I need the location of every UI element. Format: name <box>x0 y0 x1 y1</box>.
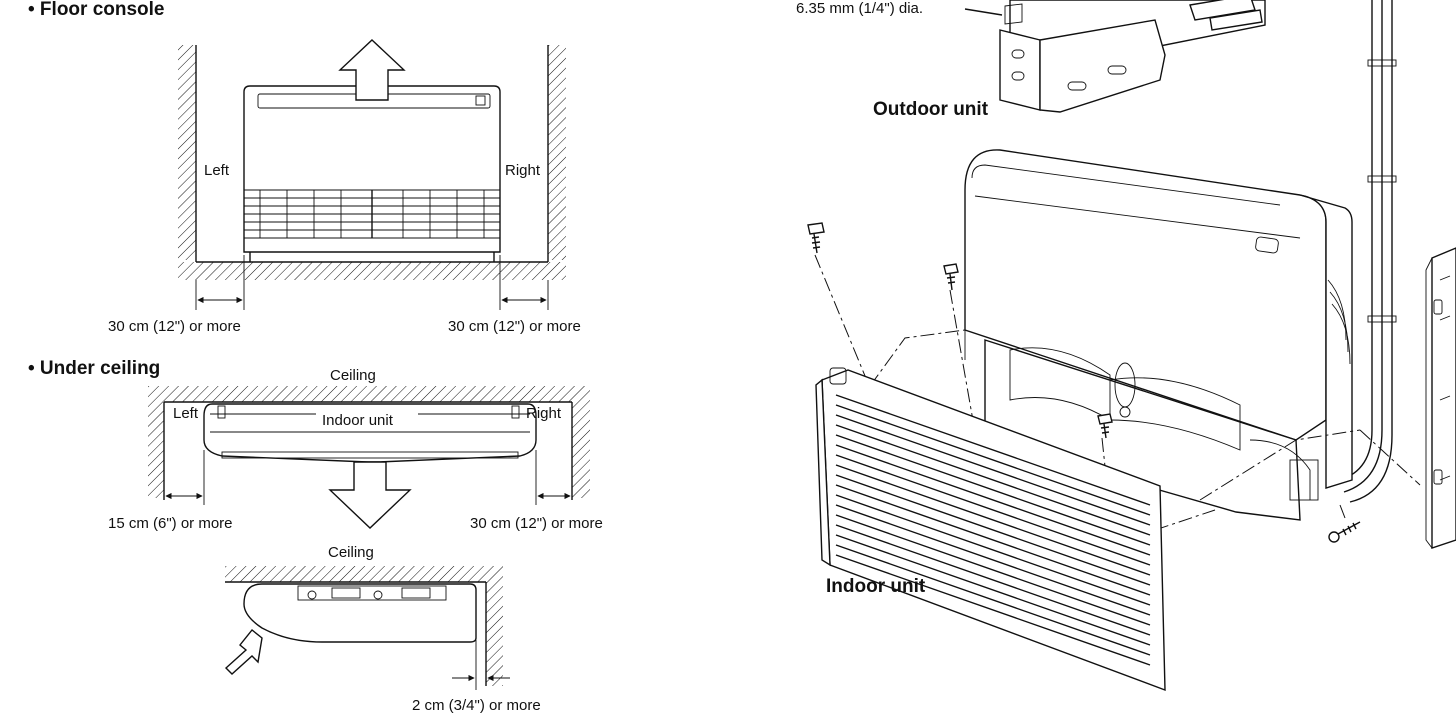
floor-right-clearance: 30 cm (12") or more <box>448 318 581 335</box>
side-view-walls <box>225 566 503 686</box>
under-ceiling-section: • Under ceiling Ceiling Indoor unit Left… <box>28 358 603 532</box>
airflow-down-arrow <box>328 461 412 529</box>
pipe-diameter-label: 6.35 mm (1/4") dia. <box>796 0 923 17</box>
side-panel <box>1425 247 1456 549</box>
screw-icon-4 <box>1328 521 1361 543</box>
floor-console-heading: • Floor console <box>28 0 165 20</box>
under-ceiling-left-label: Left <box>173 405 199 422</box>
screw-icon-2 <box>943 263 959 291</box>
under-ceiling-unit-label: Indoor unit <box>322 412 394 429</box>
screw-icon-3 <box>1097 413 1113 439</box>
side-view-clearance: 2 cm (3/4") or more <box>412 697 541 713</box>
floor-console-dimensions <box>195 255 549 310</box>
under-ceiling-right-label: Right <box>526 405 562 422</box>
under-ceiling-ceiling-label: Ceiling <box>330 367 376 384</box>
under-ceiling-left-clearance: 15 cm (6") or more <box>108 515 233 532</box>
side-view-unit <box>243 583 477 643</box>
side-view-section: Ceiling 2 cm (3/4") or more <box>224 544 541 713</box>
side-view-ceiling-label: Ceiling <box>328 544 374 561</box>
floor-right-label: Right <box>505 162 541 179</box>
floor-console-section: • Floor console <box>28 0 581 335</box>
screw-icon-1 <box>807 222 825 254</box>
outdoor-unit-drawing <box>999 0 1266 113</box>
under-ceiling-heading: • Under ceiling <box>28 358 160 379</box>
indoor-unit-drawing <box>964 149 1353 521</box>
side-view-dimension <box>452 640 510 690</box>
assembly-section: 6.35 mm (1/4") dia. Outdoor unit <box>796 0 1456 692</box>
under-ceiling-dimensions <box>165 450 571 505</box>
under-ceiling-right-clearance: 30 cm (12") or more <box>470 515 603 532</box>
front-grille-panel <box>815 367 1166 692</box>
floor-console-grille <box>244 190 500 238</box>
indoor-unit-label: Indoor unit <box>826 576 926 597</box>
pipe-label-leader <box>964 8 1003 16</box>
airflow-up-arrow <box>338 39 406 101</box>
side-airflow-arrow <box>224 629 263 675</box>
floor-left-label: Left <box>204 162 230 179</box>
under-ceiling-walls <box>148 386 590 500</box>
floor-left-clearance: 30 cm (12") or more <box>108 318 241 335</box>
outdoor-unit-label: Outdoor unit <box>873 99 989 120</box>
floor-console-walls <box>178 45 566 280</box>
floor-console-unit <box>243 85 501 262</box>
